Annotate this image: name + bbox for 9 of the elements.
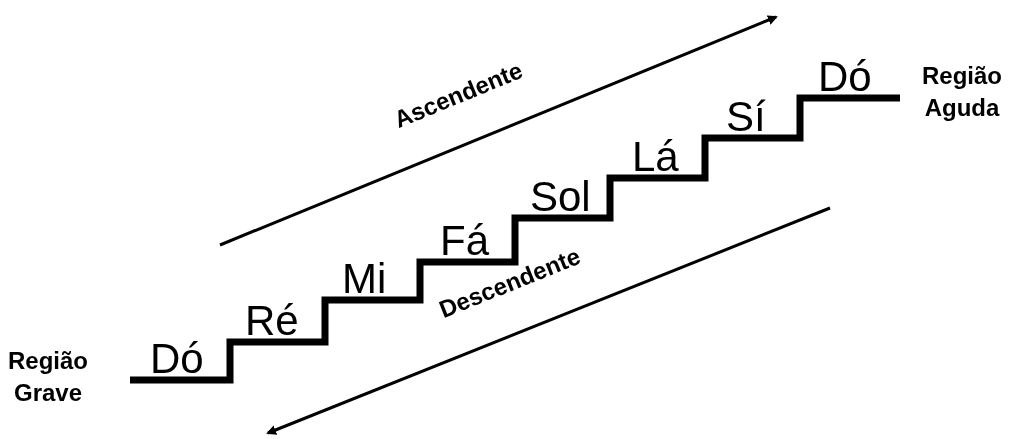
note-label: Sí [726,96,766,138]
region-label: Região Aguda [922,61,1002,124]
note-label: Ré [245,300,299,342]
note-label: Mi [342,258,387,300]
note-label: Sol [530,176,591,218]
region-label: Região Grave [8,346,88,409]
note-label: Dó [150,338,204,380]
note-label: Dó [818,56,872,98]
note-label: Lá [632,136,679,178]
